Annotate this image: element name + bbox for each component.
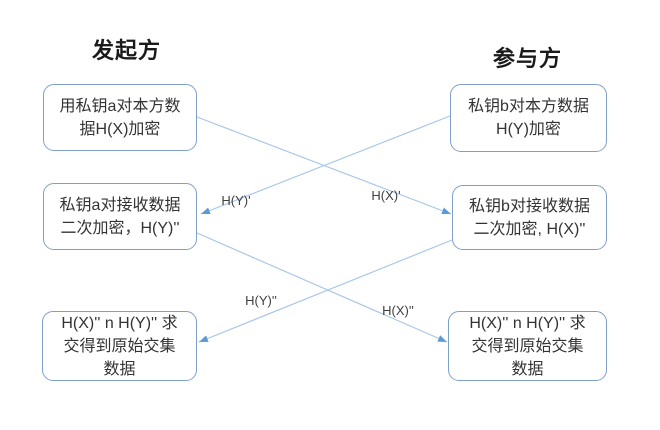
node-text-line: H(X)'' n H(Y)'' 求 xyxy=(469,314,586,332)
node-initiator-intersect: H(X)'' n H(Y)'' 求 交得到原始交集 数据 xyxy=(42,311,197,381)
node-text-line: 用私钥a对本方数 xyxy=(59,97,181,115)
node-initiator-reencrypt: 私钥a对接收数据 二次加密，H(Y)'' xyxy=(43,183,197,250)
edge-label-hx-prime: H(X)' xyxy=(371,188,401,203)
edge-label-hy-prime: H(Y)' xyxy=(221,193,251,208)
node-text-line: 私钥a对接收数据 xyxy=(59,196,181,214)
node-initiator-encrypt-own: 用私钥a对本方数 据H(X)加密 xyxy=(43,84,197,151)
node-text-line: 数据 xyxy=(511,360,544,378)
node-participant-intersect: H(X)'' n H(Y)'' 求 交得到原始交集 数据 xyxy=(448,311,607,381)
column-title-initiator: 发起方 xyxy=(92,38,162,63)
node-text-line: 私钥b对本方数据 xyxy=(468,98,589,115)
node-text-line: 据H(X)加密 xyxy=(79,120,161,138)
edge-label-hy-doubleprime: H(Y)'' xyxy=(245,293,277,308)
node-text-line: 数据 xyxy=(103,360,136,378)
edge-hx-doubleprime-line xyxy=(196,232,448,343)
node-text-line: H(X)'' n H(Y)'' 求 xyxy=(61,314,178,332)
node-text-line: 私钥b对接收数据 xyxy=(469,197,590,215)
edge-label-hx-doubleprime: H(X)'' xyxy=(382,303,414,318)
node-text-line: 交得到原始交集 xyxy=(471,337,584,355)
node-participant-encrypt-own: 私钥b对本方数据 H(Y)加密 xyxy=(450,84,607,152)
node-text-line: 二次加密，H(Y)'' xyxy=(60,219,180,237)
edge-hy-doubleprime-line xyxy=(198,239,453,343)
column-title-participant: 参与方 xyxy=(493,46,563,71)
node-text-line: 交得到原始交集 xyxy=(63,337,176,355)
node-text-line: 二次加密, H(X)'' xyxy=(473,220,586,238)
node-text-line: H(Y)加密 xyxy=(496,121,561,138)
node-participant-reencrypt: 私钥b对接收数据 二次加密, H(X)'' xyxy=(452,185,607,250)
